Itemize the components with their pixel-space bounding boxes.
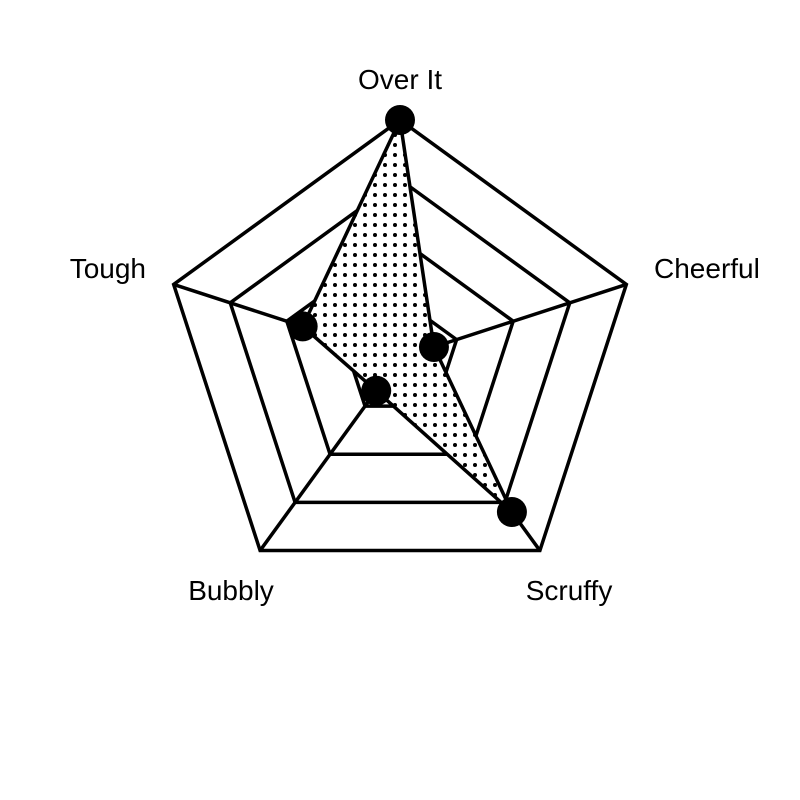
axis-label-bubbly: Bubbly	[188, 575, 274, 606]
data-point-tough	[287, 311, 318, 342]
axis-label-over-it: Over It	[358, 64, 442, 95]
data-point-over-it	[385, 105, 415, 135]
axis-label-scruffy: Scruffy	[526, 575, 613, 606]
data-point-cheerful	[418, 331, 449, 362]
axis-label-cheerful: Cheerful	[654, 253, 760, 284]
grid-ring-4	[171, 117, 629, 553]
axis-label-tough: Tough	[70, 253, 146, 284]
grid-ring-2	[284, 236, 516, 457]
data-point-scruffy	[496, 497, 527, 528]
radar-markers	[287, 105, 527, 528]
data-point-bubbly	[361, 375, 392, 406]
grid-ring-3	[228, 177, 572, 505]
radar-series	[300, 114, 514, 514]
series-area	[300, 114, 514, 514]
